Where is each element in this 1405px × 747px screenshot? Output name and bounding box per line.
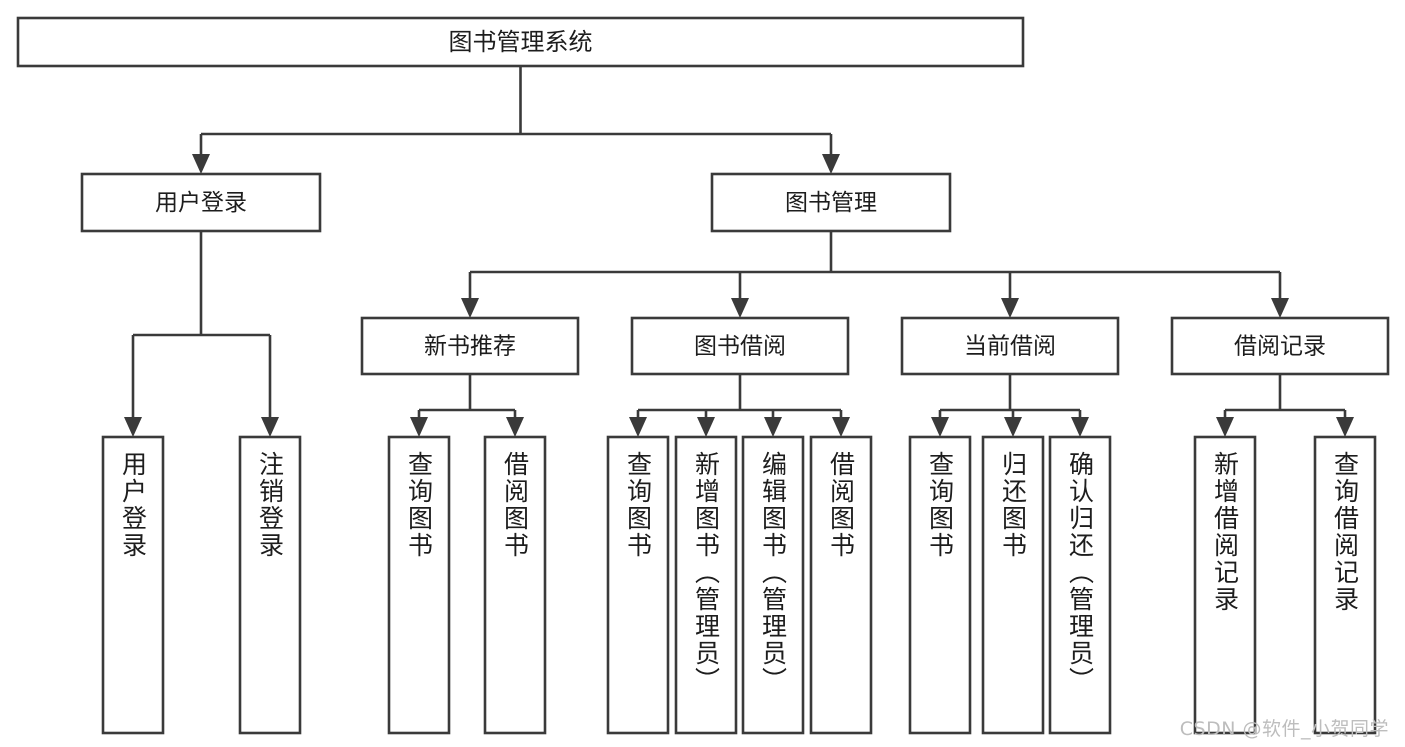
watermark: CSDN @软件_小贺同学 <box>1179 718 1389 740</box>
node-level3-1[interactable] <box>630 316 850 376</box>
node-level2-1[interactable] <box>710 172 952 233</box>
arrow-to-leaf <box>410 417 428 437</box>
arrow-to-leaf <box>1216 417 1234 437</box>
node-label3-label-1: 图书借阅 <box>694 334 786 360</box>
node-leaf-12[interactable] <box>1313 435 1377 735</box>
node-level2-label-0: 用户登录 <box>155 190 247 216</box>
arrow-to-level3 <box>731 298 749 318</box>
arrow-to-leaf <box>124 417 142 437</box>
arrow-to-leaf <box>261 417 279 437</box>
node-root[interactable] <box>16 16 1025 68</box>
arrow-to-leaf <box>1071 417 1089 437</box>
arrow-to-leaf <box>764 417 782 437</box>
boxes-layer <box>16 16 1390 735</box>
arrow-to-leaf <box>832 417 850 437</box>
node-level2-0[interactable] <box>80 172 322 233</box>
node-leaf-4[interactable] <box>606 435 670 735</box>
node-leaf-0[interactable] <box>101 435 165 735</box>
node-leaf-10[interactable] <box>1048 435 1112 735</box>
arrow-to-leaf <box>931 417 949 437</box>
node-label3-label-3: 借阅记录 <box>1234 334 1326 360</box>
node-level3-0[interactable] <box>360 316 580 376</box>
arrow-to-leaf <box>629 417 647 437</box>
arrow-to-level3 <box>1001 298 1019 318</box>
node-level3-2[interactable] <box>900 316 1120 376</box>
node-leaf-6[interactable] <box>741 435 805 735</box>
node-leaf-11[interactable] <box>1193 435 1257 735</box>
node-leaf-3[interactable] <box>483 435 547 735</box>
arrow-to-level3 <box>1271 298 1289 318</box>
node-leaf-9[interactable] <box>981 435 1045 735</box>
arrow-to-leaf <box>697 417 715 437</box>
arrow-to-leaf <box>1336 417 1354 437</box>
node-level3-3[interactable] <box>1170 316 1390 376</box>
node-label3-label-2: 当前借阅 <box>964 334 1056 360</box>
arrow-to-leaf <box>1004 417 1022 437</box>
node-leaf-2[interactable] <box>387 435 451 735</box>
arrow-to-level2 <box>822 154 840 174</box>
arrow-to-level2 <box>192 154 210 174</box>
node-leaf-8[interactable] <box>908 435 972 735</box>
node-label3-label-0: 新书推荐 <box>424 334 516 360</box>
node-leaf-1[interactable] <box>238 435 302 735</box>
arrow-to-level3 <box>461 298 479 318</box>
arrow-to-leaf <box>506 417 524 437</box>
node-leaf-5[interactable] <box>674 435 738 735</box>
node-root-label: 图书管理系统 <box>449 28 593 56</box>
node-level2-label-1: 图书管理 <box>785 190 877 216</box>
connectors-layer <box>124 66 1354 437</box>
node-leaf-7[interactable] <box>809 435 873 735</box>
